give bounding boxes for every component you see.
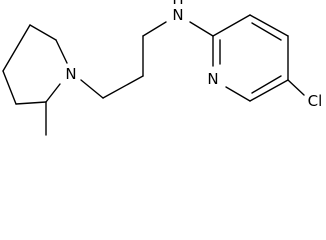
piperidine-nitrogen-label: N (65, 65, 76, 83)
bond-chain-1 (80, 79, 104, 99)
bond-chloro (287, 79, 305, 96)
bond-nh-pyridine (189, 21, 214, 37)
bond-pip-2 (55, 39, 68, 64)
propyl-chain (80, 21, 167, 99)
amine-nitrogen-label: N (172, 6, 183, 24)
bond-pip-5 (2, 70, 17, 105)
bond-pip-1 (29, 24, 57, 41)
pyridine-ring (212, 14, 305, 102)
chlorine-label: Cl (308, 92, 323, 110)
bond-chain-4 (142, 21, 167, 37)
bond-pyr-2-inner (251, 22, 282, 41)
bond-pip-6 (2, 24, 31, 72)
bond-pyr-4-inner (251, 75, 282, 94)
bond-pip-4 (15, 101, 47, 105)
pyridine-nitrogen-label: N (207, 70, 218, 88)
bond-pip-3 (45, 83, 61, 103)
amine-hydrogen-label: H (172, 0, 183, 8)
bond-pyr-4 (249, 79, 289, 102)
bond-pyr-5 (225, 86, 251, 102)
bond-pyr-1 (212, 14, 251, 37)
chemical-structure: N N H N Cl (2, 0, 323, 136)
piperidine-ring (2, 24, 68, 136)
bond-chain-2 (102, 75, 144, 99)
bond-pyr-2 (249, 14, 289, 37)
